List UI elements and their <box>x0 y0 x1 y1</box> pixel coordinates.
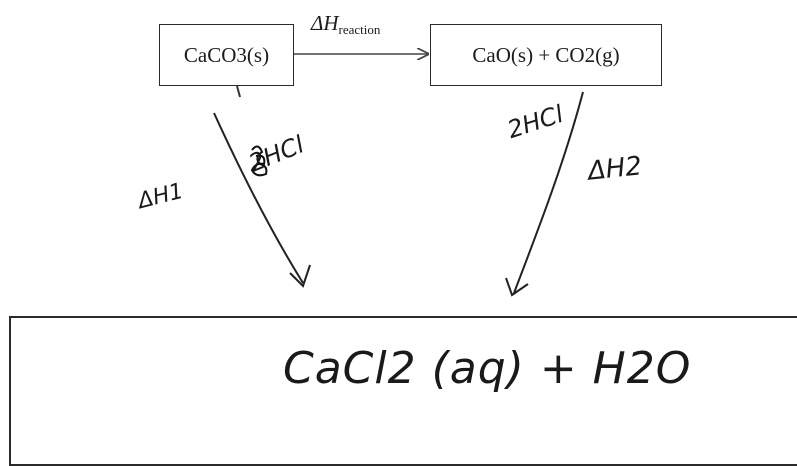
products-common-box <box>9 316 797 466</box>
delta-h-symbol: ΔH <box>311 11 339 35</box>
left-pathway-arrow <box>213 112 304 284</box>
products-formula: CaO(s) + CO2(g) <box>472 42 620 67</box>
reactant-box: CaCO3(s) <box>159 24 294 86</box>
right-pathway-arrow <box>513 91 584 294</box>
tick-mark <box>236 85 241 98</box>
products-box: CaO(s) + CO2(g) <box>430 24 662 86</box>
reaction-enthalpy-label: ΔHreaction <box>311 11 381 37</box>
right-arrowhead <box>505 277 529 297</box>
left-arrowhead <box>289 264 311 288</box>
diagram-lines <box>213 0 584 411</box>
scribble-mark <box>250 145 268 177</box>
bottom-product-handwriting: CaCl2 (aq) + H2O <box>283 343 692 394</box>
reaction-subscript: reaction <box>338 22 381 37</box>
reactant-formula: CaCO3(s) <box>183 42 270 67</box>
delta-h2-handwriting: ΔH2 <box>586 151 644 187</box>
